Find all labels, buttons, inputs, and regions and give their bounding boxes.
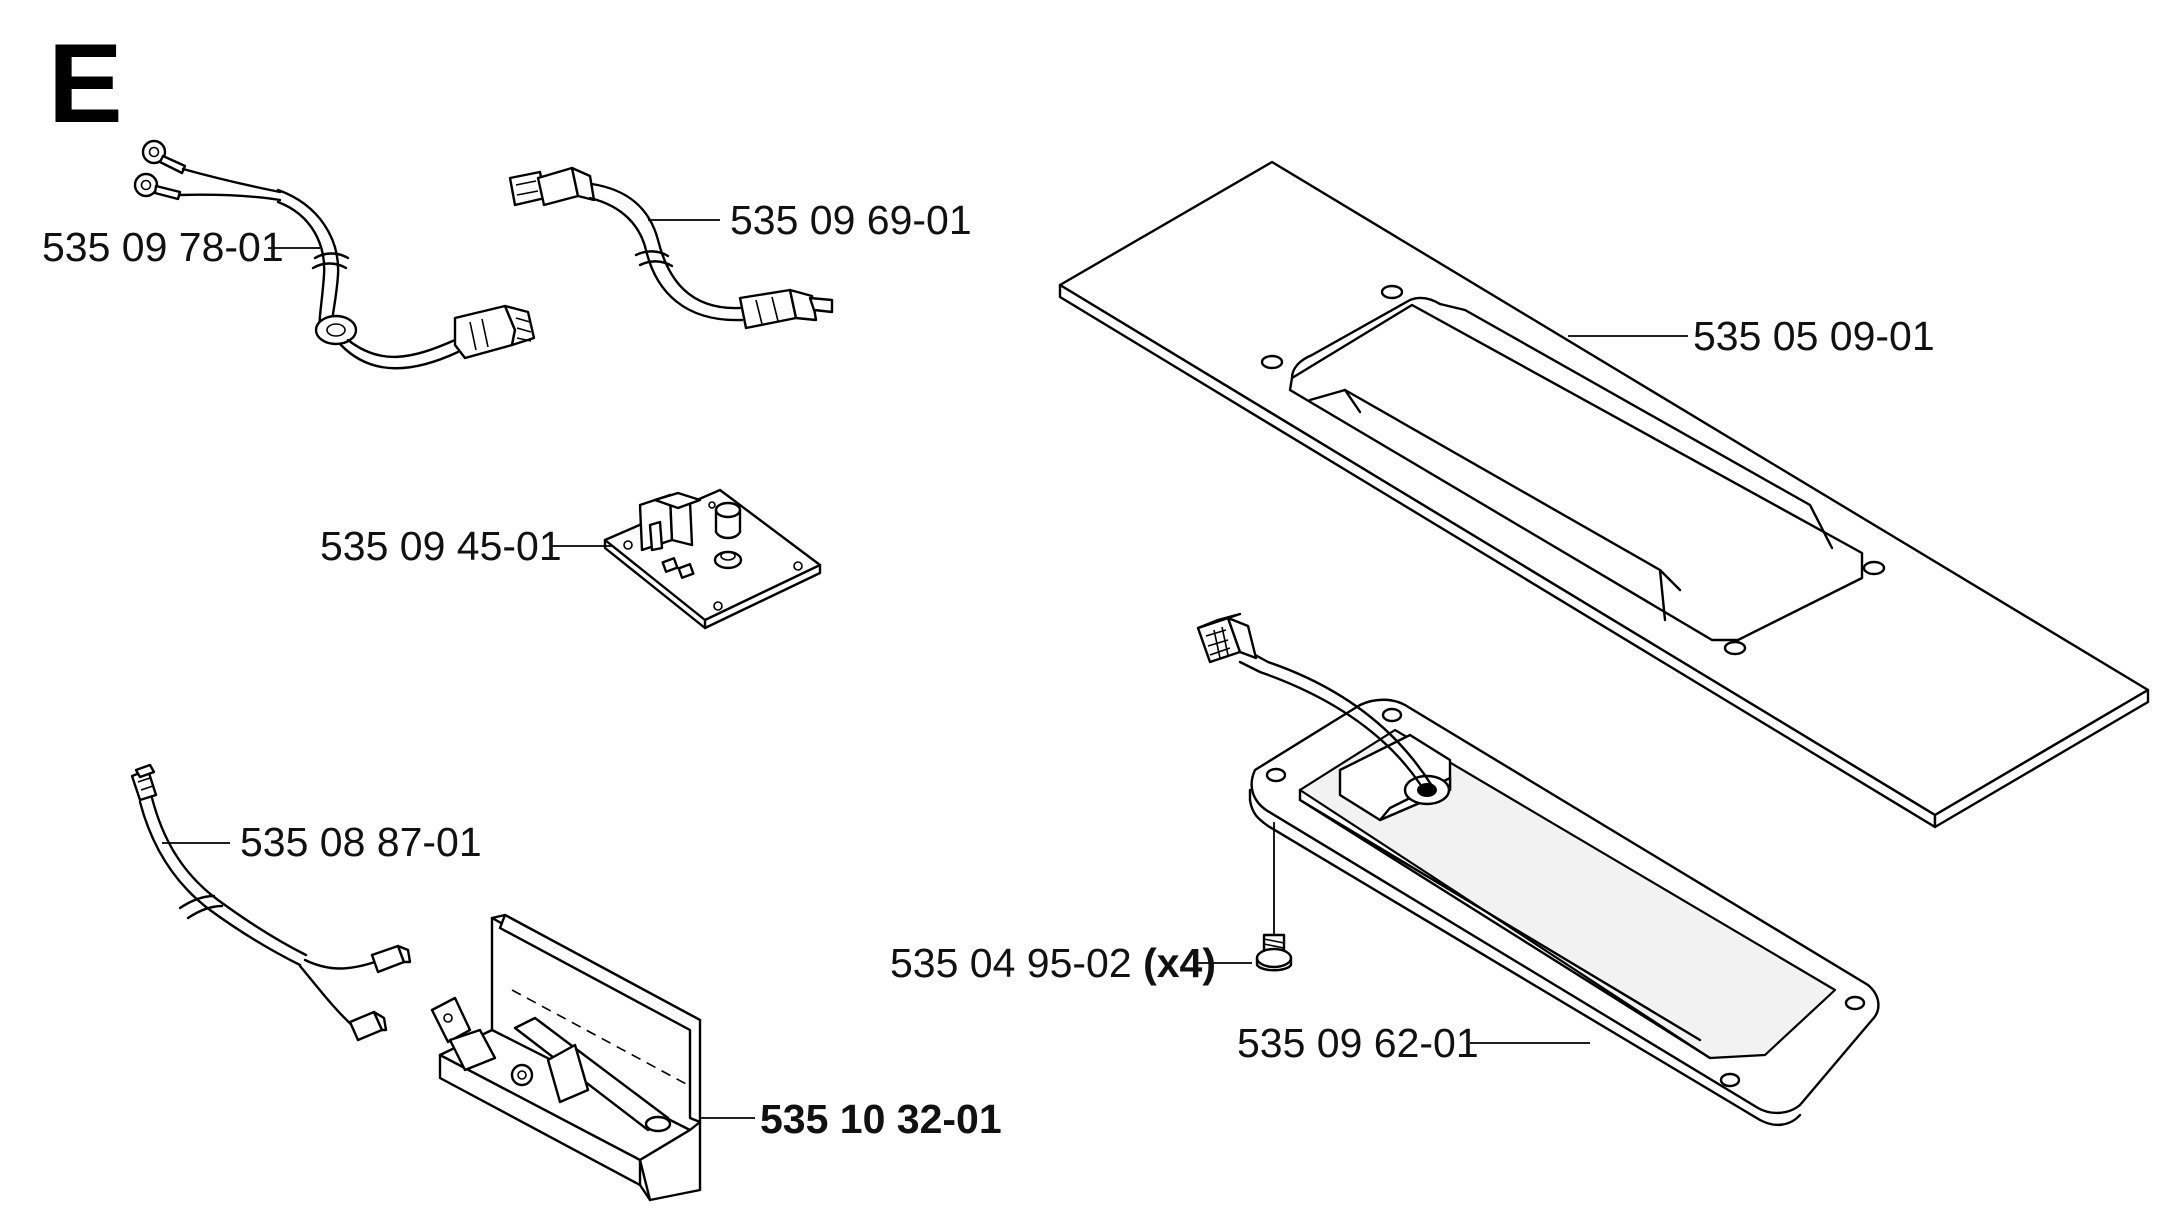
sensor-plate-illustration: [1196, 612, 1880, 1127]
screw-illustration: [1194, 822, 1293, 972]
part-number-bracket: 535 10 32-01: [760, 1096, 1002, 1142]
part-number-wire-2pin-plug: 535 09 69-01: [730, 197, 972, 243]
circuit-board-illustration: [552, 488, 822, 630]
bracket-illustration: [430, 913, 755, 1202]
section-letter: E: [48, 21, 123, 146]
part-number-circuit-board: 535 09 45-01: [320, 523, 562, 569]
part-number-screw-label: 535 04 95-02 (x4): [890, 940, 1216, 986]
cable-illustration: [130, 763, 412, 1042]
wire-ring-terminals-illustration: [133, 139, 536, 370]
screw-quantity: (x4): [1143, 940, 1216, 986]
part-number-cable: 535 08 87-01: [240, 819, 482, 865]
cover-plate-illustration: [1058, 160, 2150, 829]
part-number-sensor-plate: 535 09 62-01: [1237, 1020, 1479, 1066]
part-number-wire-ring-terminals: 535 09 78-01: [42, 224, 284, 270]
part-number-screw: 535 04 95-02: [890, 940, 1132, 986]
wire-2pin-plug-illustration: [508, 166, 834, 330]
part-number-cover-plate: 535 05 09-01: [1693, 313, 1935, 359]
